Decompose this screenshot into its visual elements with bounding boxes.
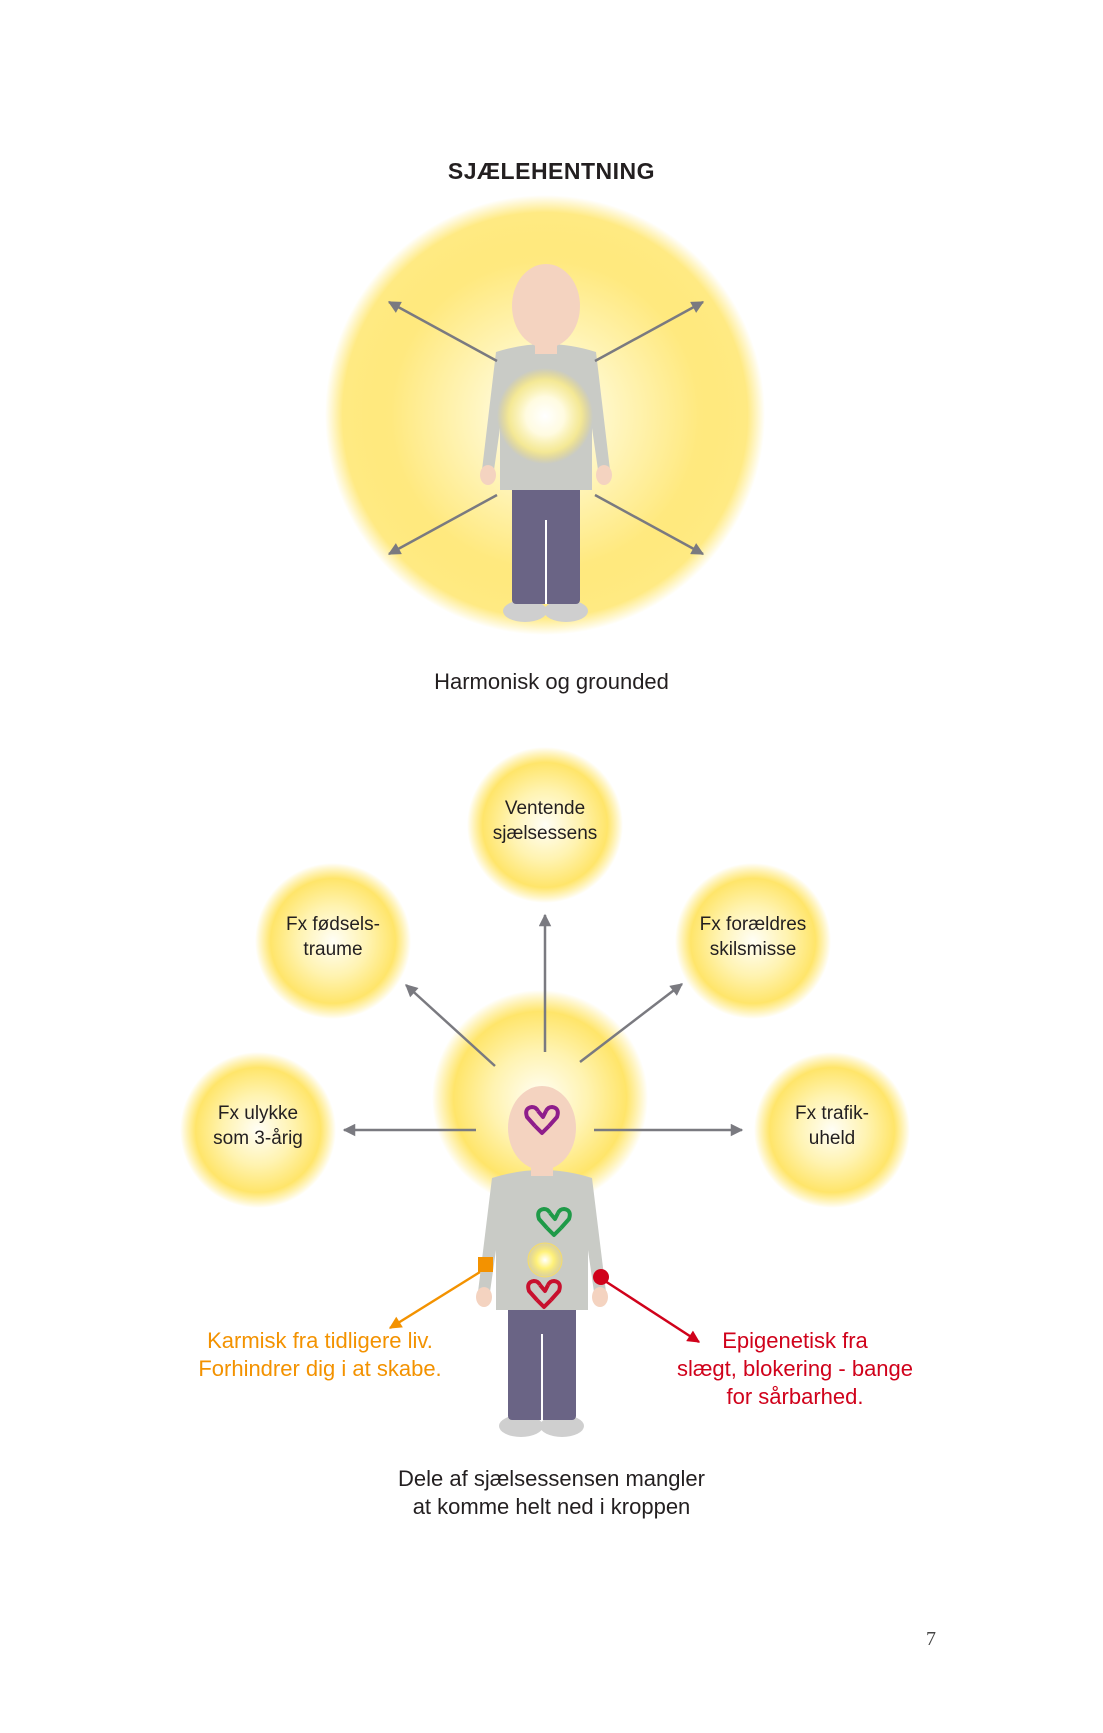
figure-harmonious <box>325 195 765 635</box>
left-hand <box>480 465 496 485</box>
bubble-upper-left-label: Fx fødsels- traume <box>286 914 380 960</box>
bubble-lower-left-label: Fx ulykke som 3-årig <box>213 1103 303 1149</box>
right-shoe <box>540 1415 584 1437</box>
head <box>508 1086 576 1170</box>
bubble-top <box>467 747 623 903</box>
neck <box>531 1162 553 1176</box>
arrow-to-upper-right <box>579 983 683 1063</box>
chest-heart-icon <box>536 1207 572 1237</box>
solar-plexus-sun-icon <box>527 1242 563 1278</box>
arrow-lower-left <box>387 493 498 556</box>
bubble-lower-left <box>180 1052 336 1208</box>
epigenetic-note: Epigenetisk fra slægt, blokering - bange… <box>676 1328 914 1409</box>
bubble-lower-right-label: Fx trafik- uheld <box>795 1103 869 1149</box>
shirt <box>478 1170 606 1310</box>
right-shoe <box>544 600 588 622</box>
epigenetic-arrow <box>604 1279 701 1344</box>
left-shoe <box>503 600 547 622</box>
arrow-upper-left <box>387 300 498 363</box>
head <box>512 264 580 348</box>
right-hand <box>592 1287 608 1307</box>
arrow-to-upper-left <box>405 984 496 1067</box>
figure1-caption: Harmonisk og grounded <box>434 669 669 694</box>
page-title: SJÆLEHENTNING <box>447 158 656 184</box>
bubble-top-label: Ventende sjælsessens <box>492 798 598 844</box>
bubble-lower-right <box>754 1052 910 1208</box>
arrow-lower-right <box>594 493 705 556</box>
left-shoe <box>499 1415 543 1437</box>
chest-light <box>497 368 593 464</box>
person-grounded <box>480 264 612 622</box>
figure2-caption: Dele af sjælsessensen mangler at komme h… <box>398 1466 705 1519</box>
karmic-note: Karmisk fra tidligere liv. Forhindrer di… <box>198 1328 442 1381</box>
karmic-arrow <box>388 1270 481 1330</box>
karmic-marker-square <box>478 1257 493 1272</box>
left-hand <box>476 1287 492 1307</box>
lower-heart-icon <box>526 1279 562 1309</box>
figure-soul-fragments <box>180 747 910 1437</box>
bubble-upper-right <box>675 863 831 1019</box>
right-hand <box>596 465 612 485</box>
page-number: 7 <box>926 1628 936 1650</box>
person-fragmented <box>476 1086 608 1437</box>
arrow-upper-right <box>594 300 705 363</box>
bubble-upper-left <box>255 863 411 1019</box>
bubble-upper-right-label: Fx forældres skilsmisse <box>699 914 807 960</box>
crown-heart-icon <box>524 1105 560 1135</box>
neck <box>535 340 557 354</box>
